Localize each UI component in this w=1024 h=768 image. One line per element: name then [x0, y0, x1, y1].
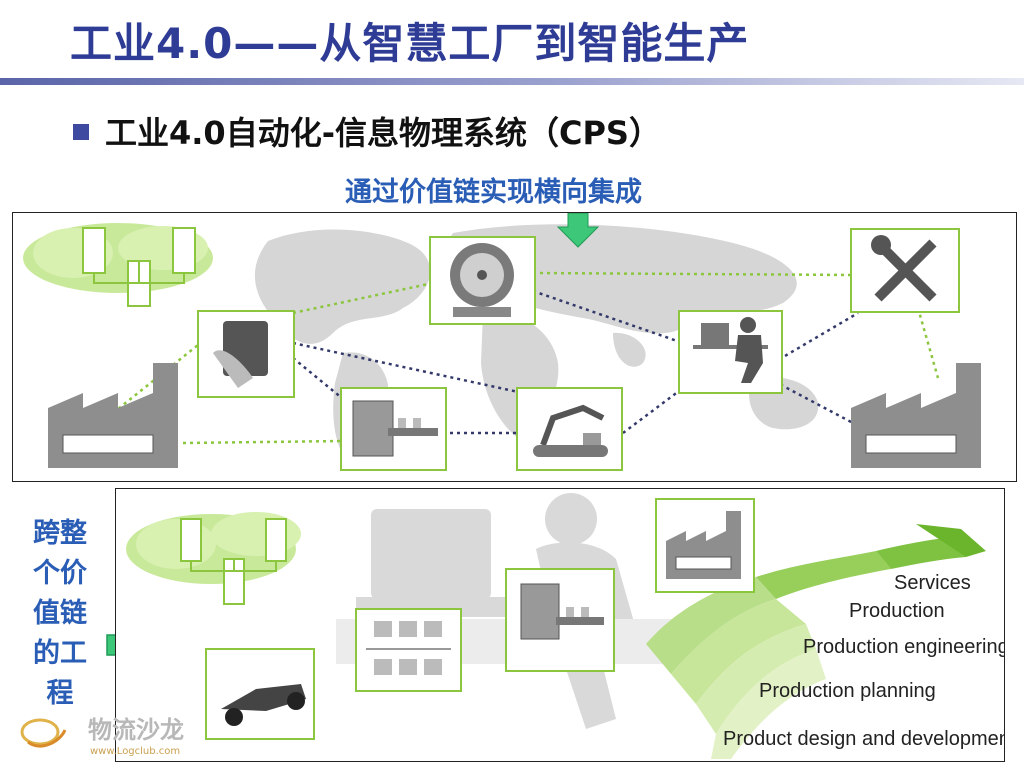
cloud-servers: [23, 223, 213, 307]
caption-line: 跨整: [33, 518, 87, 549]
factory-icon-right: [851, 363, 981, 468]
stage-label: Production planning: [759, 680, 936, 702]
horizontal-integration-caption: 通过价值链实现横向集成: [345, 177, 642, 208]
vertical-integration-caption: 跨整 个价 值链 的工 程: [18, 514, 102, 714]
page-title: 工业4.0——从智慧工厂到智能生产: [70, 19, 750, 68]
caption-line: 值链: [33, 598, 87, 629]
race-car-node: [205, 648, 315, 740]
process-flow-node: [355, 608, 462, 692]
horizontal-integration-diagram: [12, 212, 1017, 482]
caption-line: 程: [46, 678, 74, 709]
bullet-text: 工业4.0自动化-信息物理系统（CPS）: [105, 114, 661, 152]
stage-label: Production engineering: [803, 636, 1004, 658]
workstation-node: [678, 310, 783, 394]
stage-label: Production: [849, 600, 945, 622]
watermark-text: 物流沙龙: [88, 715, 184, 744]
value-chain-ribbon: [646, 524, 986, 759]
bullet-square: [73, 124, 89, 140]
saw-blade-node: [429, 236, 536, 325]
value-chain-diagram: Services Production Production engineeri…: [115, 488, 1005, 762]
down-arrow-icon: [556, 213, 600, 248]
machine-node: [340, 387, 447, 471]
title-underline: [0, 78, 1024, 85]
factory-icon-left: [48, 363, 178, 468]
watermark-logo-icon: [20, 718, 67, 748]
stage-label: Services: [894, 572, 971, 594]
cloud-servers: [126, 512, 301, 605]
robot-arm-node: [516, 387, 623, 471]
factory-node: [655, 498, 755, 593]
watermark: 物流沙龙 www.Logclub.com: [20, 715, 184, 757]
tools-node: [850, 228, 960, 313]
caption-line: 个价: [33, 558, 87, 589]
tablet-node: [197, 310, 295, 398]
machine-node: [505, 568, 615, 672]
stage-label: Product design and development: [723, 728, 1004, 750]
caption-line: 的工: [33, 638, 87, 669]
watermark-url: www.Logclub.com: [90, 746, 180, 757]
